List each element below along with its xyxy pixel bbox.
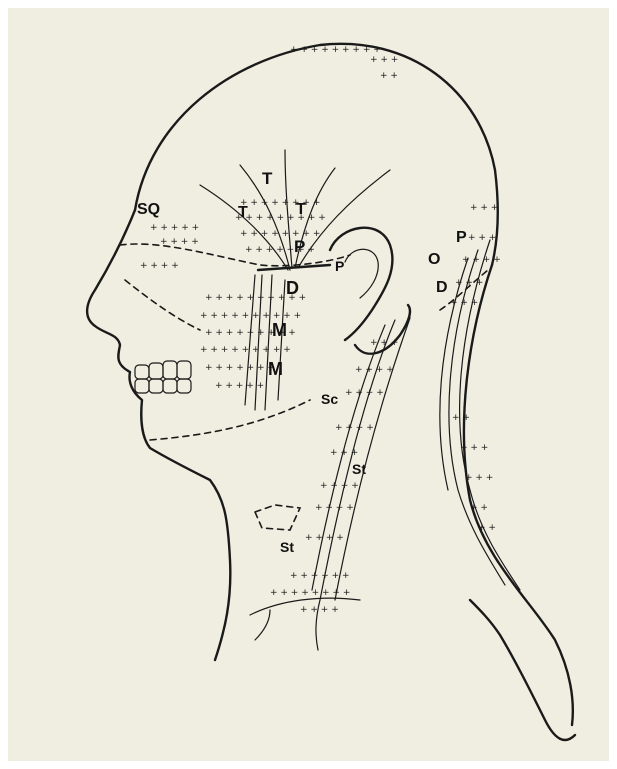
svg-text:+ + +: + + + [468, 233, 496, 243]
label-sq: SQ [137, 201, 160, 218]
svg-text:+ + + +: + + + + [320, 481, 359, 491]
label-p-mid: P [294, 237, 305, 256]
svg-text:+ + + + + + + + +: + + + + + + + + + [200, 345, 291, 355]
svg-text:+ + +: + + + [370, 338, 398, 348]
label-m-lower: M [268, 359, 283, 379]
svg-text:+ + + +: + + + + [140, 261, 179, 271]
svg-text:+ +: + + [470, 503, 488, 513]
label-d-mid: D [286, 278, 299, 298]
label-t-right: T [296, 201, 306, 218]
svg-text:+ + +: + + + [455, 278, 483, 288]
svg-text:+ + +: + + + [450, 298, 478, 308]
paper-background [8, 8, 609, 761]
label-o-back: O [428, 251, 440, 268]
svg-text:+ +: + + [478, 523, 496, 533]
svg-text:+ + +: + + + [330, 448, 358, 458]
svg-text:+ + +: + + + [460, 443, 488, 453]
svg-text:+ + + + +: + + + + + [150, 223, 199, 233]
label-p-back: P [456, 229, 467, 246]
svg-text:+ + +: + + + [370, 55, 398, 65]
svg-text:+ + + + +: + + + + + [215, 381, 264, 391]
svg-text:+ + + +: + + + + [160, 237, 199, 247]
label-st-mid: St [352, 461, 366, 477]
label-p-ear: P [335, 258, 344, 274]
svg-text:+ +: + + [380, 71, 398, 81]
label-sc: Sc [321, 391, 338, 407]
svg-text:+ + + +: + + + + [462, 255, 501, 265]
label-m-upper: M [272, 320, 287, 340]
svg-text:+ + + +: + + + + [345, 388, 384, 398]
label-st-low: St [280, 539, 294, 555]
label-d-back: D [436, 279, 448, 296]
svg-text:+ + + +: + + + + [305, 533, 344, 543]
svg-text:+ +: + + [452, 413, 470, 423]
svg-text:+ + +: + + + [465, 473, 493, 483]
svg-text:+ + + +: + + + + [315, 503, 354, 513]
svg-text:+ + + + + + + +: + + + + + + + + [270, 588, 350, 598]
svg-text:+ + + + + + + + +: + + + + + + + + + [235, 213, 326, 223]
svg-text:+ + + +: + + + + [355, 365, 394, 375]
svg-text:+ + + + + + + + +: + + + + + + + + + [290, 45, 381, 55]
svg-text:+ + + + + + +: + + + + + + + [205, 363, 275, 373]
svg-text:+ + + + + + + +: + + + + + + + + [240, 229, 320, 239]
label-t-left: T [238, 204, 248, 221]
svg-text:+ + +: + + + [470, 203, 498, 213]
svg-text:+ + + +: + + + + [335, 423, 374, 433]
svg-text:+ + + +: + + + + [300, 605, 339, 615]
svg-text:+ + + + + + + +: + + + + + + + + [240, 198, 320, 208]
svg-text:+ + + + + +: + + + + + + [290, 571, 350, 581]
label-t-top: T [262, 169, 273, 188]
